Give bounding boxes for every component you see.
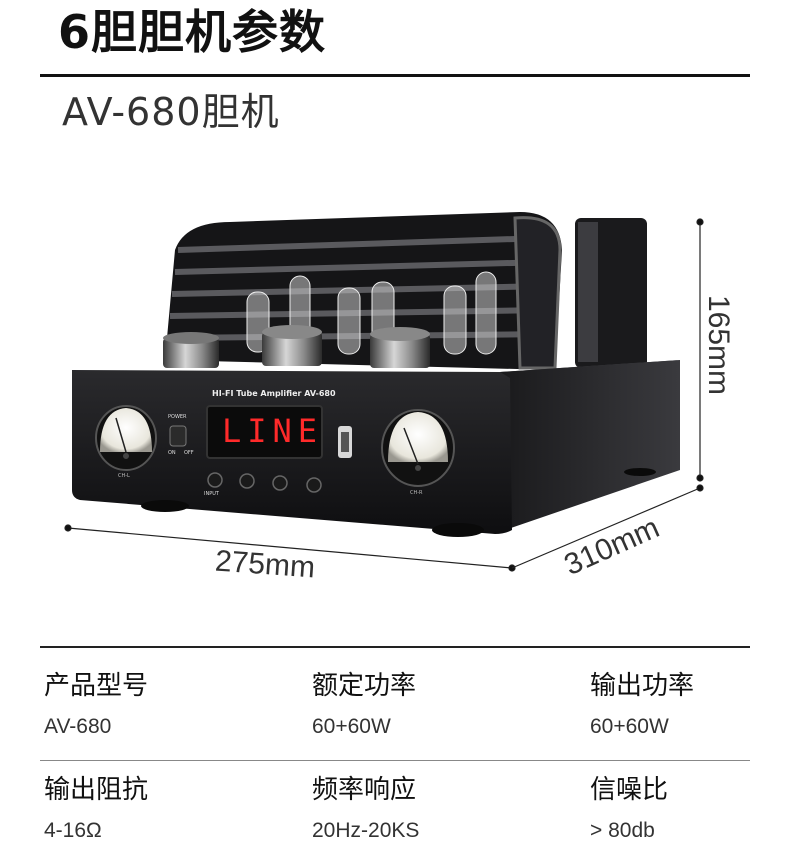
power-label: POWER (168, 414, 187, 420)
spec-label: 额定功率 (312, 671, 417, 701)
spec-label: 产品型号 (44, 671, 149, 701)
width-dimension: 275mm (214, 544, 317, 585)
capacitor-caps (163, 325, 430, 368)
spec-output-impedance: 输出阻抗 4-16Ω (44, 772, 148, 846)
input-label: INPUT (204, 491, 219, 497)
spec-divider-row (40, 760, 750, 761)
spec-label: 输出阻抗 (44, 775, 149, 805)
power-on-label: ON (168, 450, 176, 456)
display-text: LINE (222, 412, 324, 450)
vu-meter-left (95, 405, 157, 471)
top-divider (40, 74, 750, 77)
spec-value: 60+60W (312, 715, 391, 738)
meter-right-label: CH-R (410, 490, 423, 496)
spec-value: 60+60W (590, 715, 669, 738)
side-panel (500, 360, 680, 530)
spec-output-power: 输出功率 60+60W (590, 668, 694, 742)
vu-meter-right (381, 409, 455, 487)
foot-back (624, 468, 656, 476)
spec-label: 输出功率 (590, 671, 695, 701)
front-model-label: HI-FI Tube Amplifier AV-680 (212, 389, 336, 398)
foot-left (141, 500, 189, 512)
spec-rated-power: 额定功率 60+60W (312, 668, 416, 742)
spec-value: > 80db (590, 819, 655, 842)
spec-value: AV-680 (44, 715, 112, 738)
spec-value: 4-16Ω (44, 819, 102, 842)
spec-label: 信噪比 (590, 775, 669, 805)
spec-model: 产品型号 AV-680 (44, 668, 148, 742)
meter-left-label: CH-L (118, 473, 130, 479)
model-heading: AV-680胆机 (62, 90, 280, 134)
spec-divider-top (40, 646, 750, 648)
led-display (206, 405, 323, 459)
foot-right (432, 523, 484, 537)
power-off-label: OFF (184, 450, 194, 456)
power-switch (169, 425, 187, 447)
dimension-lines (64, 218, 704, 572)
page-title: 6胆胆机参数 (58, 5, 327, 59)
spec-frequency-response: 频率响应 20Hz-20KS (312, 772, 419, 846)
amplifier-illustration (64, 212, 704, 572)
height-dimension: 165mm (702, 294, 736, 396)
spec-snr: 信噪比 > 80db (590, 772, 668, 846)
control-buttons (207, 472, 322, 493)
spec-value: 20Hz-20KS (312, 819, 420, 842)
spec-label: 频率响应 (312, 775, 417, 805)
